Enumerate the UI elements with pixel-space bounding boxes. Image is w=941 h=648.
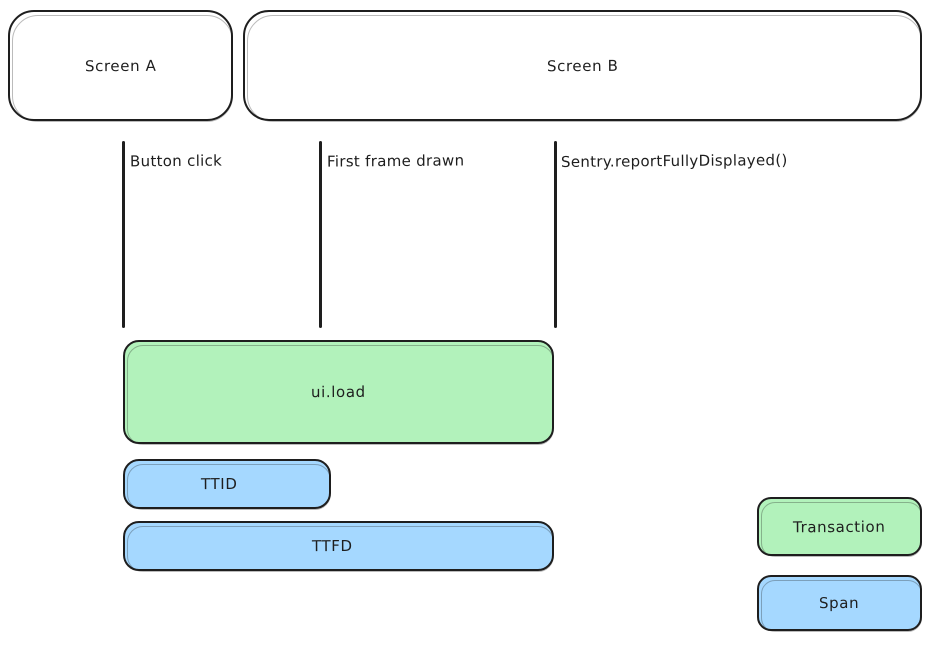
legend-transaction-label: Transaction	[793, 517, 886, 536]
legend-item-span[interactable]: Span	[757, 575, 922, 632]
legend-span-label: Span	[819, 593, 860, 613]
screen-a-label: Screen A	[84, 56, 157, 75]
marker-line-first-frame-drawn	[319, 141, 322, 328]
marker-line-report-fully-displayed	[554, 141, 557, 328]
bar-ttfd-label: TTFD	[311, 536, 353, 556]
marker-line-button-click	[122, 141, 125, 328]
screen-a-box[interactable]: Screen A	[8, 10, 233, 122]
bar-ttid[interactable]: TTID	[123, 459, 331, 510]
marker-label-report-fully-displayed: Sentry.reportFullyDisplayed()	[560, 151, 788, 171]
bar-ttfd[interactable]: TTFD	[123, 521, 554, 572]
bar-ui-load[interactable]: ui.load	[123, 340, 554, 445]
legend-item-transaction[interactable]: Transaction	[757, 497, 922, 557]
screen-b-label: Screen B	[546, 56, 619, 75]
bar-ttid-label: TTID	[200, 474, 238, 494]
screen-b-box[interactable]: Screen B	[243, 10, 922, 122]
marker-label-button-click: Button click	[129, 151, 223, 171]
marker-label-first-frame-drawn: First frame drawn	[326, 151, 465, 171]
bar-ui-load-label: ui.load	[311, 382, 366, 402]
